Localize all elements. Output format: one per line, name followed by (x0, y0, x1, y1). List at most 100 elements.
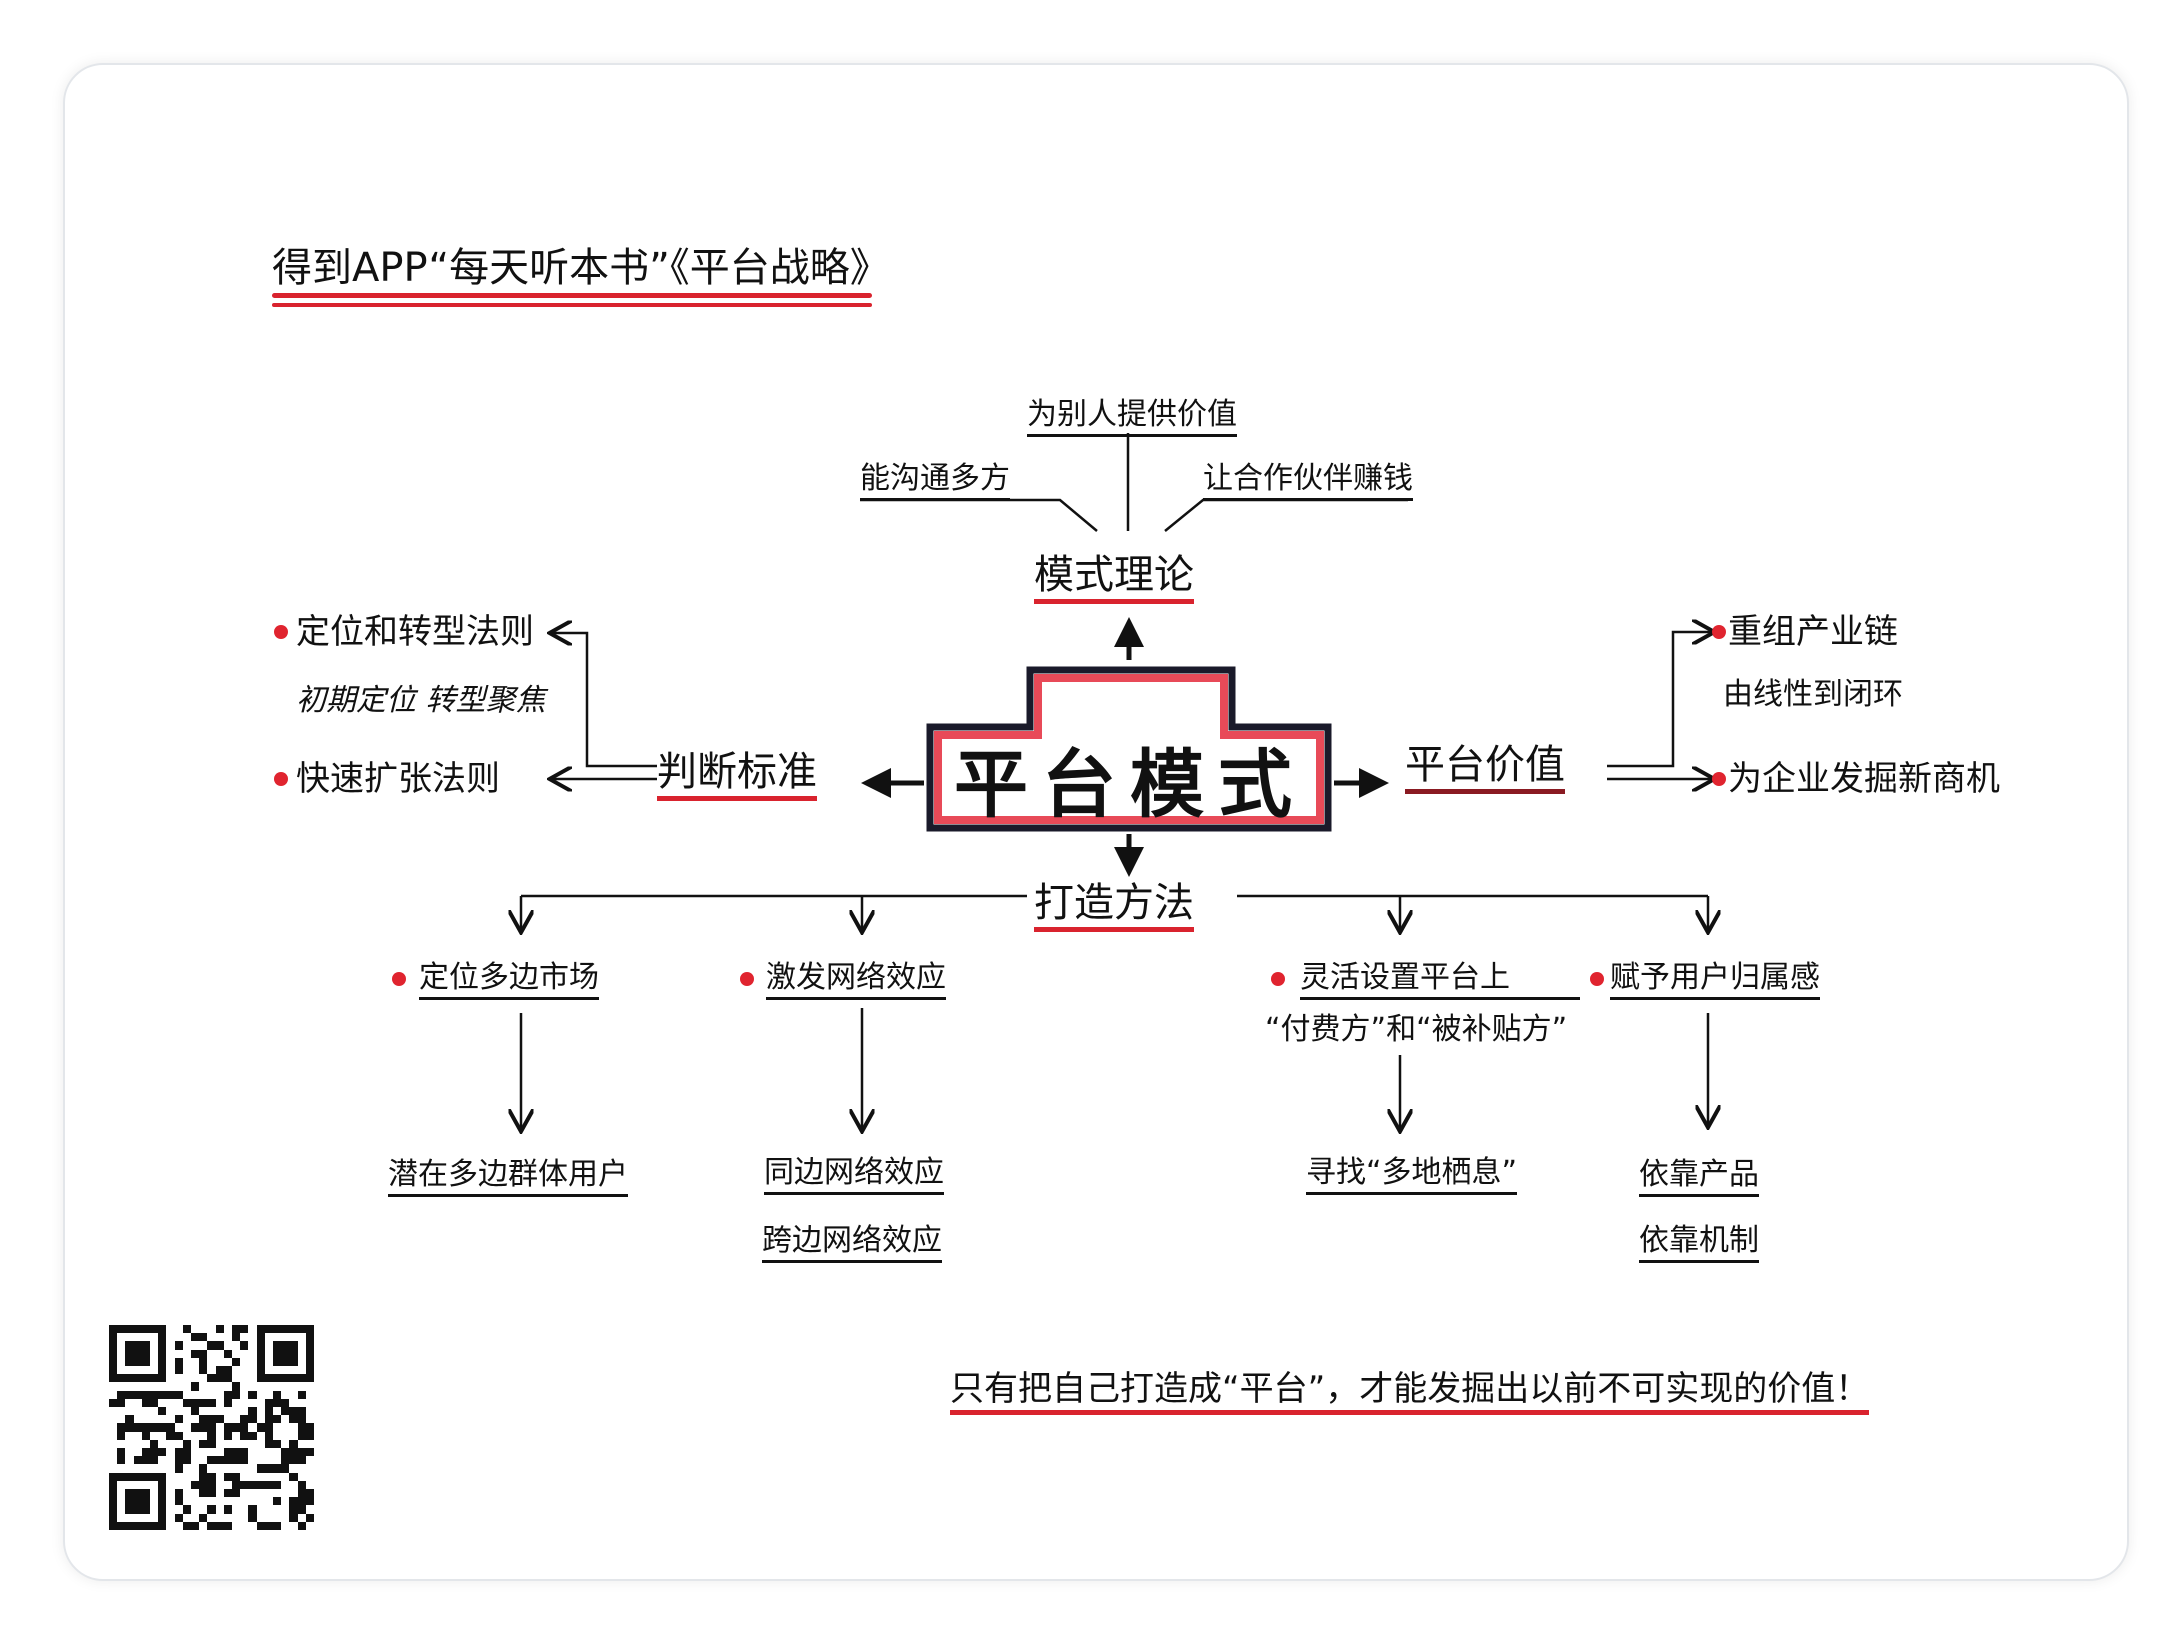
qr-module (240, 1447, 249, 1457)
qr-module (125, 1341, 134, 1350)
qr-module (133, 1480, 142, 1489)
left-item-positioning: 定位和转型法则 (296, 612, 534, 652)
qr-module (281, 1505, 290, 1514)
qr-module (158, 1480, 167, 1489)
qr-module (166, 1365, 175, 1375)
qr-module (174, 1488, 183, 1498)
qr-module (149, 1505, 159, 1514)
qr-module (256, 1439, 265, 1448)
qr-module (264, 1382, 273, 1391)
qr-module (174, 1513, 183, 1522)
qr-module (305, 1431, 314, 1440)
qr-module (149, 1382, 159, 1391)
qr-module (117, 1439, 126, 1448)
qr-module (215, 1431, 224, 1440)
qr-module (158, 1406, 167, 1416)
qr-module (240, 1415, 249, 1424)
qr-module (133, 1357, 142, 1366)
qr-module (141, 1365, 150, 1375)
qr-module (248, 1513, 257, 1522)
result-rely-mechanism: 依靠机制 (1639, 1226, 1759, 1263)
qr-module (223, 1406, 232, 1416)
qr-module (182, 1439, 191, 1448)
qr-module (117, 1325, 126, 1334)
qr-module (166, 1374, 175, 1383)
qr-module (141, 1439, 150, 1448)
qr-module (240, 1513, 249, 1522)
qr-module (297, 1406, 306, 1416)
qr-module (125, 1456, 134, 1465)
qr-module (305, 1341, 314, 1350)
qr-module (223, 1423, 232, 1432)
qr-module (289, 1398, 298, 1407)
qr-module (231, 1415, 241, 1424)
qr-module (190, 1521, 200, 1530)
qr-module (207, 1406, 216, 1416)
qr-module (133, 1349, 142, 1358)
qr-module (264, 1505, 273, 1514)
qr-module (240, 1439, 249, 1448)
qr-module (133, 1505, 142, 1514)
qr-module (182, 1382, 191, 1391)
qr-module (199, 1447, 208, 1457)
qr-module (248, 1431, 257, 1440)
qr-module (215, 1415, 224, 1424)
qr-module (272, 1349, 282, 1358)
qr-module (125, 1382, 134, 1391)
qr-module (117, 1505, 126, 1514)
qr-module (207, 1431, 216, 1440)
qr-module (305, 1415, 314, 1424)
qr-module (281, 1464, 290, 1473)
qr-module (281, 1423, 290, 1432)
qr-module (125, 1398, 134, 1407)
qr-module (182, 1398, 191, 1407)
qr-module (223, 1374, 232, 1383)
qr-module (289, 1472, 298, 1481)
result-multihoming: 寻找“多地栖息” (1306, 1158, 1518, 1195)
qr-module (281, 1349, 290, 1358)
qr-module (174, 1406, 183, 1416)
qr-module (248, 1406, 257, 1416)
qr-module (182, 1497, 191, 1506)
qr-module (231, 1374, 241, 1383)
qr-module (305, 1406, 314, 1416)
qr-module (297, 1341, 306, 1350)
qr-module (248, 1357, 257, 1366)
qr-module (199, 1497, 208, 1506)
qr-module (149, 1513, 159, 1522)
qr-module (256, 1472, 265, 1481)
conclusion-text: 只有把自己打造成“平台”，才能发掘出以前不可实现的价值！ (950, 1372, 1870, 1415)
qr-module (240, 1456, 249, 1465)
qr-module (231, 1497, 241, 1506)
qr-module (207, 1464, 216, 1473)
right-item-opportunity: 为企业发掘新商机 (1728, 759, 2000, 799)
qr-module (289, 1431, 298, 1440)
qr-module (166, 1349, 175, 1358)
qr-module (231, 1382, 241, 1391)
qr-module (199, 1472, 208, 1481)
qr-module (272, 1325, 282, 1334)
bullet-dot (1712, 625, 1726, 639)
qr-module (248, 1480, 257, 1489)
qr-module (182, 1480, 191, 1489)
qr-module (248, 1349, 257, 1358)
qr-module (240, 1398, 249, 1407)
qr-module (166, 1480, 175, 1489)
branch-network-effect: 激发网络效应 (766, 963, 946, 1000)
qr-module (158, 1398, 167, 1407)
qr-module (117, 1398, 126, 1407)
qr-module (199, 1505, 208, 1514)
qr-module (289, 1406, 298, 1416)
qr-module (240, 1472, 249, 1481)
qr-module (215, 1513, 224, 1522)
qr-module (149, 1439, 159, 1448)
qr-module (158, 1497, 167, 1506)
qr-module (289, 1439, 298, 1448)
qr-module (141, 1357, 150, 1366)
qr-module (190, 1333, 200, 1342)
qr-module (231, 1464, 241, 1473)
qr-module (272, 1521, 282, 1530)
qr-module (297, 1480, 306, 1489)
line-right-1 (1607, 632, 1712, 768)
qr-module (281, 1406, 290, 1416)
